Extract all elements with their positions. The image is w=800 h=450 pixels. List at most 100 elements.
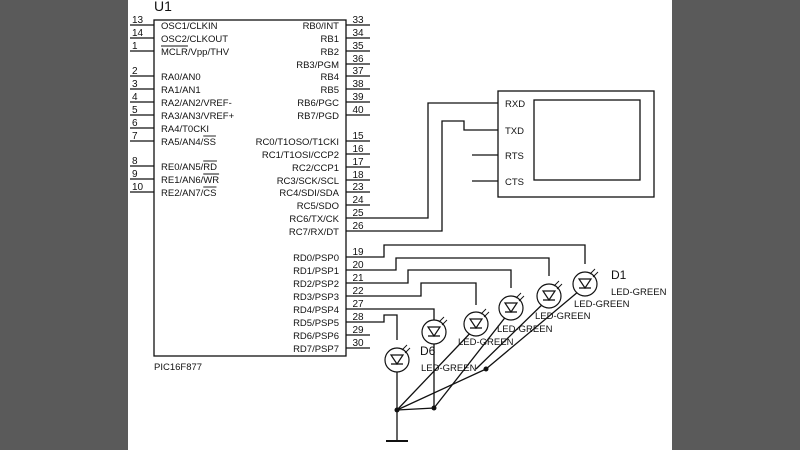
chip-pin-label: RC3/SCK/SCL: [277, 176, 339, 187]
chip-pin-number: 33: [352, 15, 364, 26]
chip-pin-number: 24: [352, 195, 364, 206]
chip-pin-label: RA2/AN2/VREF-: [161, 98, 232, 109]
terminal-screen: [533, 99, 641, 181]
light-arrows: [438, 316, 448, 326]
chip-pin-label: RA3/AN3/VREF+: [161, 111, 235, 122]
chip-pin-label: OSC2/CLKOUT: [161, 34, 228, 45]
led-d3: LED-GREEN: [498, 292, 591, 322]
chip-pin-label: OSC1/CLKIN: [161, 21, 218, 32]
led-value-label: LED-GREEN: [421, 363, 477, 374]
terminal-pin-label: RTS: [505, 151, 524, 162]
chip-pin-number: 40: [352, 105, 364, 116]
light-arrows: [480, 308, 490, 318]
led-wires: [370, 244, 586, 442]
chip-pin-label: RE2/AN7/CS: [161, 188, 216, 199]
diode-triangle: [389, 354, 405, 366]
chip-pin-label: RE0/AN5/RD: [161, 162, 217, 173]
chip-pin-number: 36: [352, 54, 364, 65]
chip-pin-label: RB7/PGD: [297, 111, 339, 122]
chip-pin-label: RD1/PSP1: [293, 266, 339, 277]
chip-pin-label: RD4/PSP4: [293, 305, 339, 316]
led-d2: LED-GREEN: [536, 280, 630, 310]
led-value-label: LED-GREEN: [574, 299, 630, 310]
chip-pin-label: MCLR/Vpp/THV: [161, 47, 230, 58]
chip-pin-number: 30: [352, 338, 364, 349]
chip-pin-number: 26: [352, 221, 364, 232]
diode-triangle: [577, 278, 593, 290]
chip-pin-number: 34: [352, 28, 364, 39]
chip-pin-label: RA0/AN0: [161, 72, 201, 83]
led-ref-label: D1: [611, 268, 627, 282]
chip-pin-number: 29: [352, 325, 364, 336]
chip-pin-number: 19: [352, 247, 364, 258]
chip-pin-label: RC2/CCP1: [292, 163, 339, 174]
left-margin: [0, 0, 128, 450]
chip-pin-number: 17: [352, 157, 364, 168]
uart-wires: [370, 102, 498, 232]
chip-pin-label: RD0/PSP0: [293, 253, 339, 264]
chip-pin-number: 7: [132, 131, 138, 142]
chip-pin-label: RA4/T0CKI: [161, 124, 209, 135]
chip-pin-label: RB3/PGM: [296, 60, 339, 71]
right-margin: [672, 0, 800, 450]
chip-pin-number: 13: [132, 15, 144, 26]
chip-pin-label: RC6/TX/CK: [289, 214, 339, 225]
led-d5: LED-GREEN: [421, 316, 514, 348]
chip-pin-number: 22: [352, 286, 364, 297]
terminal-frame: [497, 90, 655, 198]
chip-right-pins: 33RB0/INT34RB135RB236RB3/PGM37RB438RB539…: [256, 15, 370, 355]
chip-pin-label: RD7/PSP7: [293, 344, 339, 355]
led-d4: LED-GREEN: [463, 308, 553, 337]
terminal-pin-label: CTS: [505, 177, 524, 188]
led-group: D1LED-GREENLED-GREENLED-GREENLED-GREENLE…: [384, 268, 667, 374]
chip-pin-label: RC0/T1OSO/T1CKI: [256, 137, 339, 148]
chip-pin-number: 14: [132, 28, 144, 39]
chip-pin-number: 15: [352, 131, 364, 142]
chip-pin-label: RD3/PSP3: [293, 292, 339, 303]
chip-pin-label: RD2/PSP2: [293, 279, 339, 290]
chip-pin-label: RD6/PSP6: [293, 331, 339, 342]
chip-pin-number: 39: [352, 92, 364, 103]
chip-pin-number: 2: [132, 66, 138, 77]
chip-pin-number: 23: [352, 182, 364, 193]
light-arrows: [553, 280, 563, 290]
diode-triangle: [503, 302, 519, 314]
chip-part-label: PIC16F877: [154, 362, 202, 373]
junction-dot: [394, 407, 400, 413]
led-value-label: LED-GREEN: [458, 337, 514, 348]
chip-pin-number: 27: [352, 299, 364, 310]
chip-pin-number: 1: [132, 41, 138, 52]
chip-pin-label: RE1/AN6/WR: [161, 175, 219, 186]
junction-dot: [431, 405, 437, 411]
chip-pin-label: RC7/RX/DT: [289, 227, 339, 238]
light-arrows: [401, 344, 411, 354]
light-arrows: [515, 292, 525, 302]
chip-pin-number: 8: [132, 156, 138, 167]
chip-pin-label: RC4/SDI/SDA: [279, 188, 339, 199]
chip-pin-label: RB2: [321, 47, 339, 58]
chip-pin-number: 4: [132, 92, 138, 103]
chip-pin-number: 25: [352, 208, 364, 219]
chip-pin-label: RA1/AN1: [161, 85, 201, 96]
chip-pin-label: RB1: [321, 34, 339, 45]
chip-pin-number: 6: [132, 118, 138, 129]
chip-pin-number: 9: [132, 169, 138, 180]
terminal-pin-label: RXD: [505, 99, 525, 110]
chip-pin-number: 10: [132, 182, 144, 193]
chip-pin-label: RD5/PSP5: [293, 318, 339, 329]
chip-pin-label: RB4: [321, 72, 339, 83]
chip-pin-number: 16: [352, 144, 364, 155]
led-ref-label: D6: [420, 344, 436, 358]
chip-pin-number: 5: [132, 105, 138, 116]
led-value-label: LED-GREEN: [497, 324, 553, 335]
chip-pin-number: 20: [352, 260, 364, 271]
chip-pin-label: RB6/PGC: [297, 98, 339, 109]
diode-triangle: [468, 318, 484, 330]
chip-pin-number: 18: [352, 170, 364, 181]
chip-body: [153, 19, 347, 357]
